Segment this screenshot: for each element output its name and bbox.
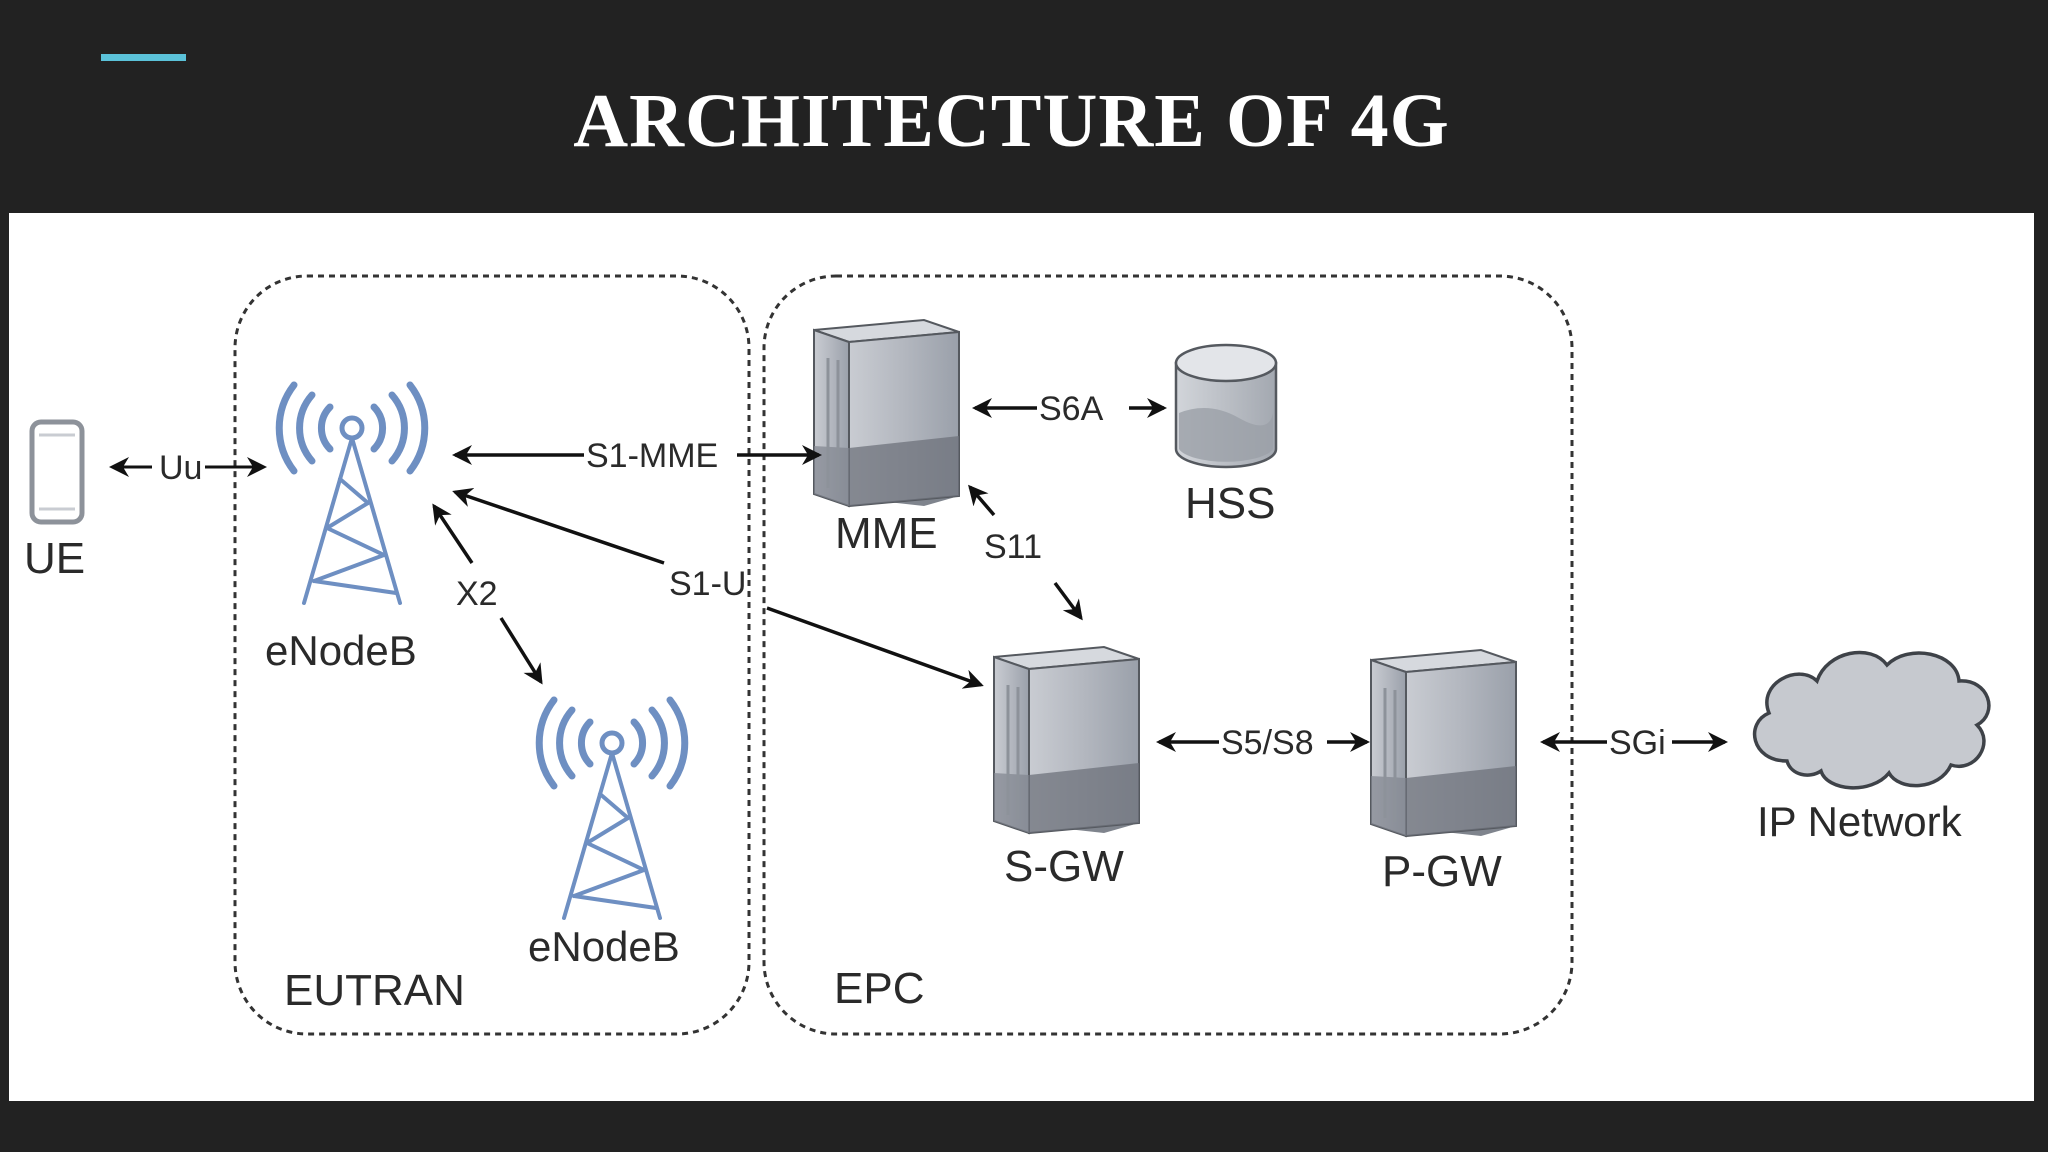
ip-network-label: IP Network bbox=[1757, 798, 1963, 845]
s6a-label: S6A bbox=[1039, 390, 1104, 428]
cell-tower-icon bbox=[539, 700, 685, 918]
eutran-label: EUTRAN bbox=[284, 966, 465, 1015]
slide-title: ARCHITECTURE OF 4G bbox=[573, 79, 1450, 163]
enodeb-label-2: eNodeB bbox=[528, 923, 680, 970]
ue-label: UE bbox=[24, 534, 85, 583]
diagram-panel: Uu S1-MME S1-U X2 S6A S11 S5/S8 SGi UE e… bbox=[9, 213, 2034, 1101]
architecture-diagram: Uu S1-MME S1-U X2 S6A S11 S5/S8 SGi UE e… bbox=[24, 274, 1991, 1036]
s11-link-upper bbox=[968, 484, 996, 517]
accent-bar bbox=[101, 54, 186, 61]
sgi-label: SGi bbox=[1609, 724, 1666, 762]
s11-label: S11 bbox=[984, 528, 1042, 566]
s1-u-link-upper bbox=[452, 487, 665, 565]
s1-u-link-lower bbox=[766, 606, 984, 689]
server-icon bbox=[812, 318, 961, 508]
database-icon bbox=[1174, 343, 1278, 469]
hss-label: HSS bbox=[1185, 479, 1275, 528]
s11-link-lower bbox=[1053, 581, 1083, 621]
x2-link-upper bbox=[432, 503, 474, 564]
server-icon bbox=[992, 645, 1141, 835]
epc-label: EPC bbox=[834, 964, 924, 1013]
cloud-icon bbox=[1752, 650, 1991, 790]
server-icon bbox=[1369, 648, 1518, 838]
s5-s8-label: S5/S8 bbox=[1221, 724, 1314, 762]
pgw-label: P-GW bbox=[1382, 847, 1502, 896]
cell-tower-icon bbox=[279, 385, 425, 603]
mobile-phone-icon bbox=[29, 419, 85, 525]
uu-label: Uu bbox=[159, 449, 202, 487]
s1-mme-label: S1-MME bbox=[586, 437, 718, 475]
x2-label: X2 bbox=[456, 575, 498, 613]
mme-label: MME bbox=[835, 509, 938, 558]
x2-link-lower bbox=[499, 617, 543, 685]
s1-u-label: S1-U bbox=[669, 565, 746, 603]
sgw-label: S-GW bbox=[1004, 842, 1124, 891]
epc-region bbox=[762, 274, 1574, 1036]
enodeb-label-1: eNodeB bbox=[265, 627, 417, 674]
